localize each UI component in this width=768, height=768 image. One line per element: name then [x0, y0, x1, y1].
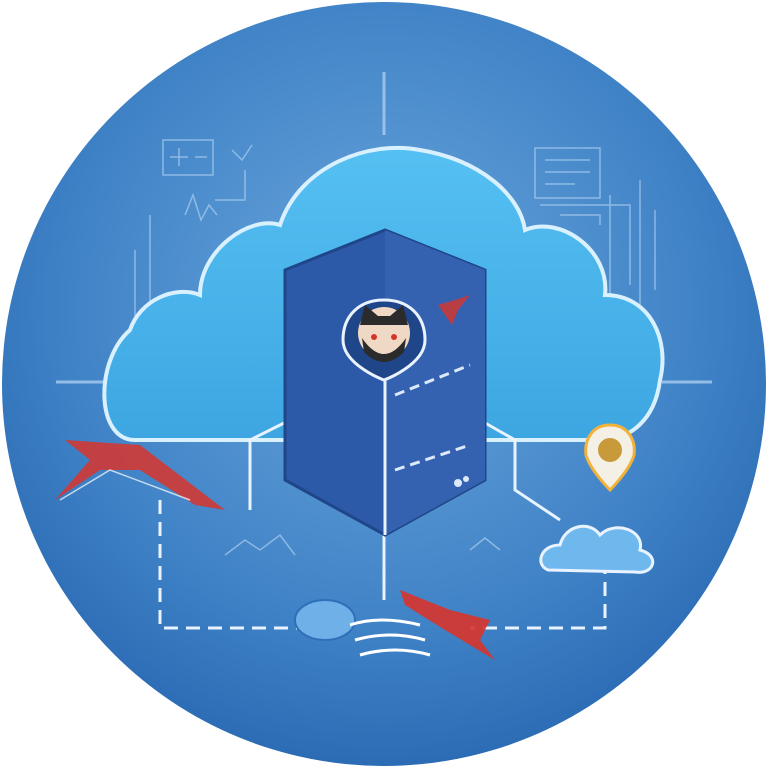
small-cloud-icon: [539, 524, 654, 574]
location-pin-icon: [584, 423, 636, 493]
avatar-icon: [341, 298, 427, 382]
bird-icon: [294, 599, 431, 657]
jet-icon: [55, 440, 225, 510]
drone-icon: [438, 295, 470, 325]
crosshair-lines: [56, 72, 712, 384]
jet-icon: [400, 590, 495, 660]
server-icon: [283, 228, 487, 537]
